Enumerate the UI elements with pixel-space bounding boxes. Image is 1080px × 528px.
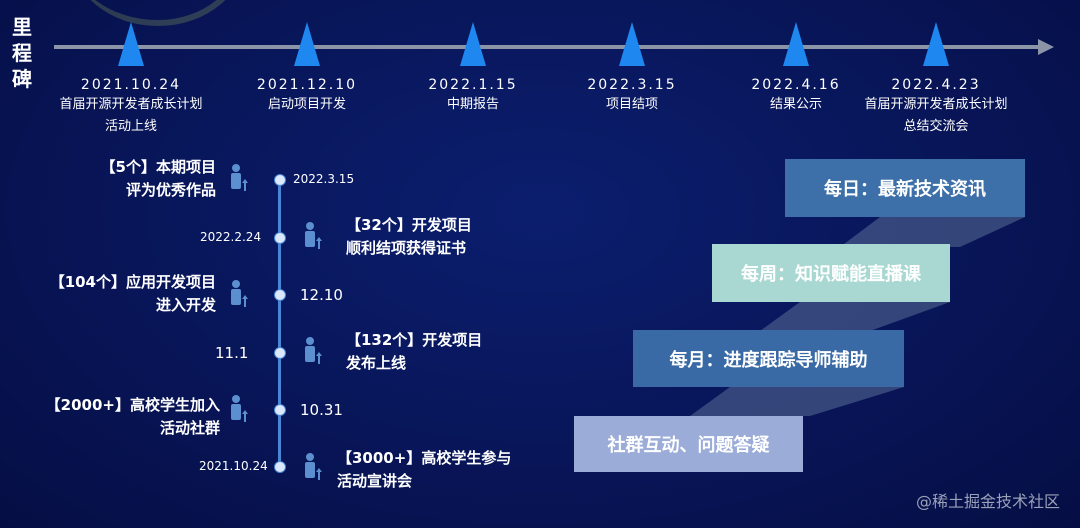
stair-box-monthly: 每月：进度跟踪导师辅助 [633,330,904,387]
milestone-desc: 启动项目开发 [267,97,346,112]
milestone-3: 2022.1.15 中期报告 [383,22,563,116]
milestone-axis-line [54,45,1040,49]
milestone-marker-icon [118,22,144,66]
timeline-dot [274,404,286,416]
person-icon [231,164,248,191]
achievement-1: 【5个】本期项目 评为优秀作品 [100,158,216,199]
milestone-4: 2022.3.15 项目结项 [542,22,722,116]
milestone-desc: 结果公示 [769,97,822,112]
achievement-6: 【3000+】高校学生参与 活动宣讲会 [337,449,512,490]
timeline-date: 10.31 [300,401,343,419]
milestone-6: 2022.4.23 首届开源开发者成长计划 总结交流会 [846,22,1026,138]
milestone-date: 2022.3.15 [587,77,677,93]
milestone-desc: 总结交流会 [903,119,969,134]
milestone-date: 2021.10.24 [80,77,182,93]
milestone-date: 2021.12.10 [256,77,358,93]
milestone-marker-icon [783,22,809,66]
timeline-line [278,178,281,466]
milestone-2: 2021.12.10 启动项目开发 [217,22,397,116]
achievement-3: 【104个】应用开发项目 进入开发 [49,273,216,314]
milestone-date: 2022.4.16 [751,77,841,93]
person-icon [305,337,322,364]
person-icon [305,453,322,480]
milestone-1: 2021.10.24 首届开源开发者成长计划 活动上线 [41,22,221,138]
milestone-marker-icon [619,22,645,66]
milestone-desc: 中期报告 [446,97,499,112]
milestone-date: 2022.1.15 [428,77,518,93]
milestone-marker-icon [923,22,949,66]
milestone-desc: 活动上线 [104,119,157,134]
timeline-date: 2022.3.15 [293,172,355,186]
stair-box-daily: 每日：最新技术资讯 [785,159,1025,217]
timeline-dot [274,289,286,301]
milestone-5: 2022.4.16 结果公示 [706,22,886,116]
person-icon [305,222,322,249]
achievement-4: 【132个】开发项目 发布上线 [346,331,483,372]
axis-arrow-icon [1038,39,1054,55]
milestone-date: 2022.4.23 [891,77,981,93]
achievement-2: 【32个】开发项目 顺利结项获得证书 [346,216,472,257]
stair-box-community: 社群互动、问题答疑 [574,416,803,472]
milestone-marker-icon [294,22,320,66]
side-title: 里 程 碑 [12,15,32,91]
timeline-date: 12.10 [300,286,343,304]
timeline-dot [274,347,286,359]
stair-box-weekly: 每周：知识赋能直播课 [712,244,950,302]
timeline-date: 2022.2.24 [200,230,262,244]
timeline-dot [274,232,286,244]
milestone-desc: 首届开源开发者成长计划 [59,97,203,112]
timeline-dot [274,461,286,473]
milestone-desc: 首届开源开发者成长计划 [864,97,1008,112]
timeline-date: 2021.10.24 [199,459,268,473]
milestone-desc: 项目结项 [605,97,658,112]
achievement-5: 【2000+】高校学生加入 活动社群 [45,396,220,437]
person-icon [231,280,248,307]
person-icon [231,395,248,422]
timeline-date: 11.1 [215,344,249,362]
watermark: @稀土掘金技术社区 [915,492,1060,511]
milestone-marker-icon [460,22,486,66]
timeline-dot [274,174,286,186]
